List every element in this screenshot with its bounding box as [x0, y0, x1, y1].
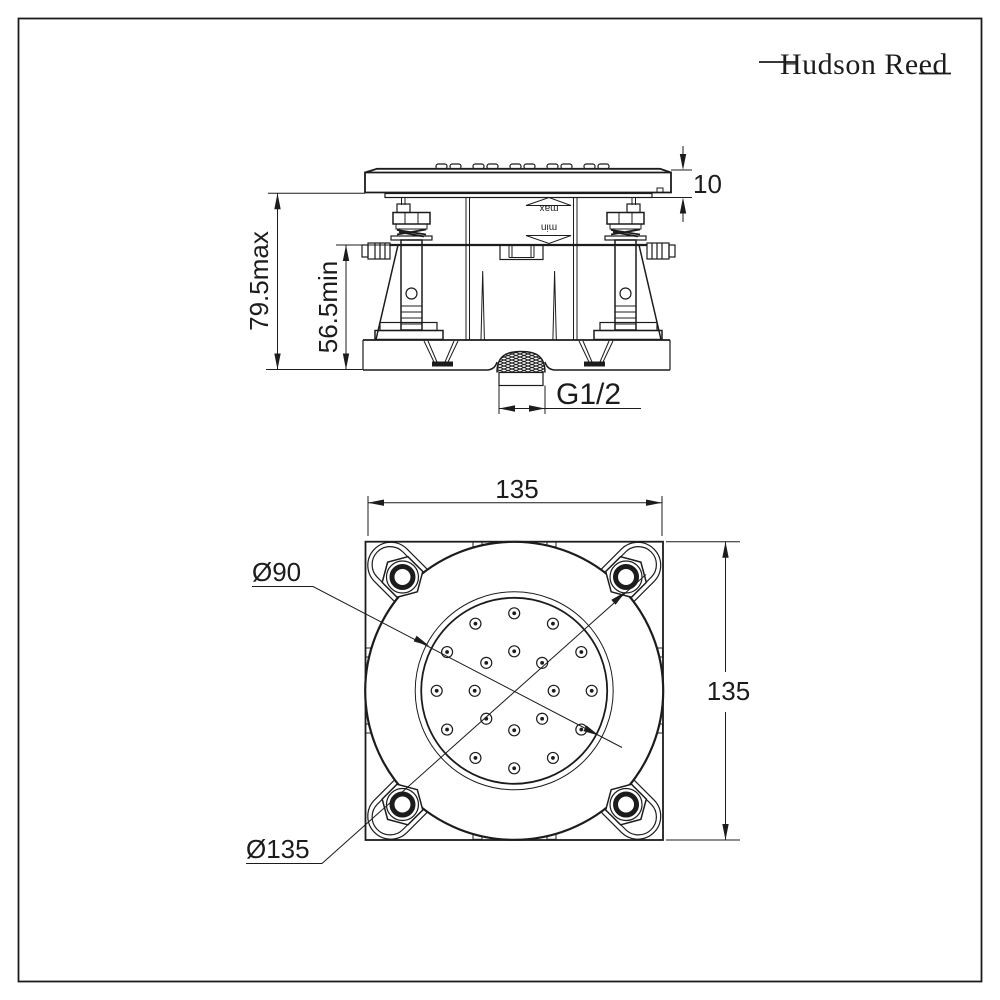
dim-spray-diameter-label: Ø90 — [252, 557, 301, 587]
nozzle-hole — [508, 607, 521, 620]
under-disc — [384, 192, 653, 199]
right-adjuster-assembly — [593, 197, 663, 341]
spray-ring-outer — [414, 591, 614, 791]
indicator-max-label: max — [540, 203, 559, 214]
nozzle-hole — [508, 724, 521, 737]
indicator-min-label: min — [541, 222, 557, 233]
nozzle-hole-dot — [473, 621, 478, 626]
nozzle-hole-dot — [540, 716, 545, 721]
dim-width: 135 — [367, 474, 663, 536]
dim-height-max: 79.5max — [244, 192, 365, 370]
nozzle-hole-dot — [551, 756, 555, 760]
nozzle-hole — [430, 684, 443, 697]
nozzle-hole — [508, 645, 521, 658]
nozzle-hole-dot — [589, 688, 594, 693]
nozzle-hole-dot — [472, 688, 477, 693]
nozzle-hole — [468, 684, 481, 697]
inner-cylinder-walls — [465, 197, 578, 340]
housing-sides — [375, 244, 662, 340]
nozzle-hole-dot — [551, 688, 556, 693]
nozzle-hole — [547, 684, 560, 697]
nozzle-hole-dot — [484, 660, 489, 665]
nozzle-hole-dot — [445, 650, 449, 654]
dim-thread-label: G1/2 — [556, 378, 621, 411]
lug-screws — [381, 555, 648, 826]
nozzle-hole — [546, 751, 560, 765]
plan-view: 135 135 Ø90 Ø135 — [246, 474, 750, 864]
bottom-flange — [362, 339, 671, 371]
dim-thread: G1/2 — [498, 378, 641, 414]
nozzle-hole-dot — [473, 756, 478, 760]
dim-height: 135 — [666, 541, 750, 841]
dim-plate-thickness-label: 10 — [693, 169, 722, 199]
nozzle-hole-dot — [512, 649, 517, 654]
nozzle-hole — [440, 723, 454, 736]
dim-height-max-label: 79.5max — [244, 231, 274, 331]
right-side-tab — [646, 242, 676, 260]
dim-spray-diameter: Ø90 — [252, 557, 623, 748]
nozzle-hole-dot — [445, 727, 449, 732]
nozzle-hole-dot — [512, 611, 517, 616]
lug-screw — [604, 783, 648, 826]
plate-notch — [656, 187, 664, 193]
left-spring-clip — [423, 340, 459, 367]
adjustment-indicator: max min — [525, 196, 572, 245]
dim-height-min: 56.5min — [313, 245, 350, 370]
nozzle-hole — [508, 762, 521, 775]
thread-hatching — [497, 351, 545, 373]
nozzle-holes — [430, 607, 598, 775]
nozzle-hole — [440, 645, 454, 659]
dim-height-min-label: 56.5min — [313, 261, 343, 354]
page-border — [17, 17, 983, 983]
side-faceplate — [364, 163, 672, 199]
nozzle-hole-dot — [540, 660, 545, 665]
spray-ring-inner — [420, 596, 609, 785]
right-spring-clip — [578, 340, 614, 367]
nozzle-hole-dot — [579, 650, 584, 654]
brand-logo: Hudson Reed — [759, 48, 951, 81]
dim-width-label: 135 — [495, 474, 538, 504]
nozzle-hole-dot — [579, 727, 584, 732]
nozzle-hole-dot — [551, 621, 555, 626]
nozzle-hole — [480, 712, 493, 725]
lug-screw — [381, 555, 424, 599]
dim-plate-thickness: 10 — [652, 146, 722, 222]
nozzle-hole-dot — [512, 728, 517, 733]
lug-screw — [381, 783, 424, 826]
side-view: max min — [244, 146, 722, 414]
side-nozzle-bumps — [435, 163, 610, 170]
left-adjuster-assembly — [374, 197, 444, 341]
central-socket — [499, 244, 544, 261]
nozzle-hole-dot — [434, 688, 439, 693]
brand-logo-text: Hudson Reed — [780, 48, 948, 81]
dim-outer-diameter: Ø135 — [246, 574, 647, 864]
internal-pin-left — [480, 270, 485, 340]
nozzle-hole — [575, 645, 588, 659]
nozzle-hole — [469, 617, 482, 630]
internal-pin-right — [552, 270, 557, 340]
nozzle-hole — [469, 751, 482, 765]
nozzle-hole — [536, 712, 549, 725]
dim-height-label: 135 — [707, 676, 750, 706]
dim-outer-diameter-label: Ø135 — [246, 834, 310, 864]
nozzle-hole — [585, 684, 598, 697]
nozzle-hole — [480, 656, 493, 669]
nozzle-hole — [546, 617, 560, 630]
nozzle-hole-dot — [512, 766, 517, 771]
